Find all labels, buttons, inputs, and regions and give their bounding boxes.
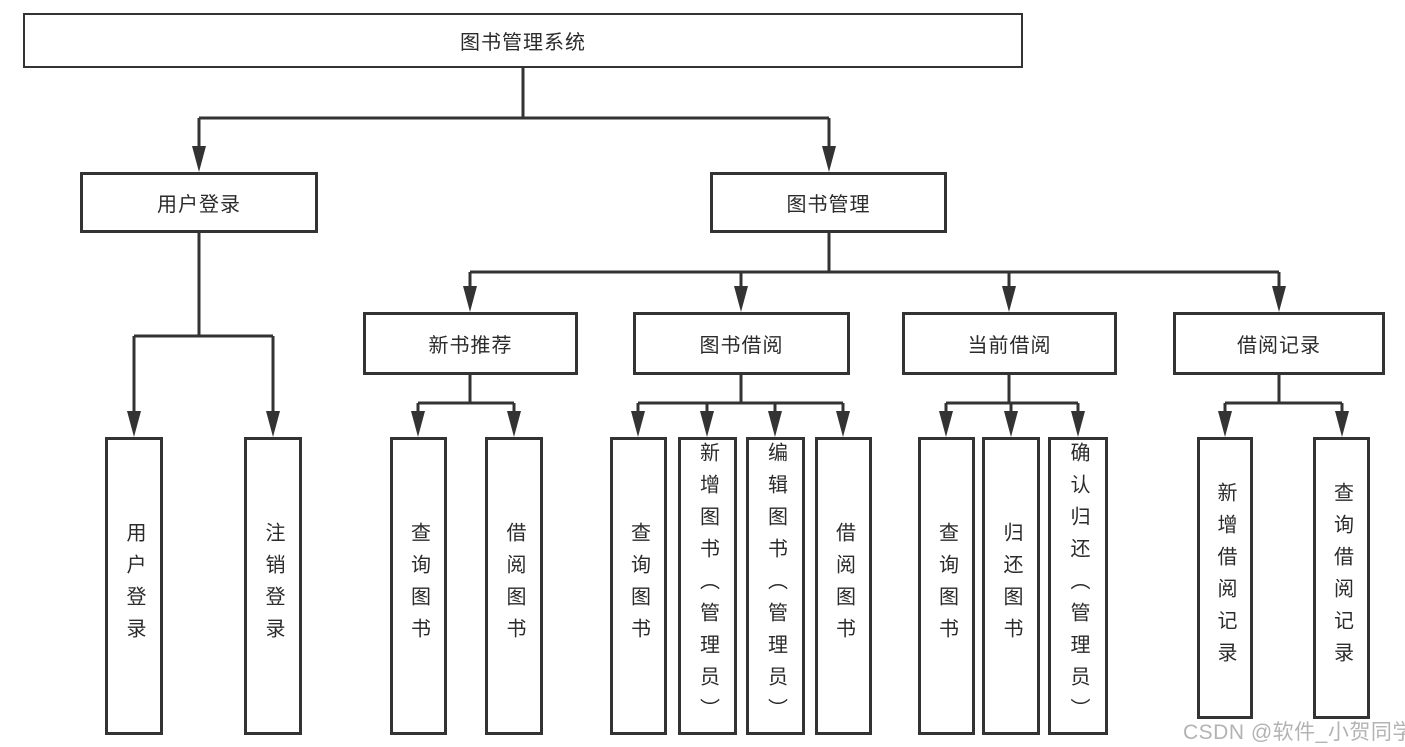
leaf-br-query-record: 查询借阅记录	[1313, 437, 1370, 719]
arrowhead-icons	[127, 146, 1349, 437]
leaf-cb-query-book-label: 查询图书	[935, 522, 958, 650]
node-borrow-records: 借阅记录	[1173, 312, 1385, 375]
leaf-bb-borrow-book: 借阅图书	[815, 437, 872, 735]
node-new-book-recommend: 新书推荐	[363, 312, 578, 375]
node-borrow-records-label: 借阅记录	[1237, 335, 1321, 357]
leaf-cb-return-book: 归还图书	[982, 437, 1040, 735]
leaf-bb-add-book-admin: 新增图书（管理员）	[678, 437, 737, 735]
watermark: CSDN @软件_小贺同学	[1183, 721, 1405, 744]
leaf-rec-borrow-book: 借阅图书	[485, 437, 543, 735]
leaf-cb-return-book-label: 归还图书	[1000, 522, 1022, 650]
leaf-cb-confirm-return-admin-label: 确认归还（管理员）	[1067, 442, 1089, 730]
leaf-br-add-record-label: 新增借阅记录	[1214, 482, 1236, 674]
leaf-bb-edit-book-admin-label: 编辑图书（管理员）	[764, 442, 787, 730]
node-current-borrowing-label: 当前借阅	[967, 335, 1052, 357]
leaf-cb-query-book: 查询图书	[918, 437, 975, 735]
leaf-user-login: 用户登录	[105, 437, 163, 735]
leaf-bb-query-book-label: 查询图书	[627, 522, 650, 650]
node-user-login: 用户登录	[80, 172, 318, 233]
leaf-rec-borrow-book-label: 借阅图书	[503, 522, 525, 650]
leaf-br-add-record: 新增借阅记录	[1197, 437, 1253, 719]
node-book-borrowing-label: 图书借阅	[699, 335, 784, 357]
leaf-bb-edit-book-admin: 编辑图书（管理员）	[746, 437, 805, 735]
leaf-bb-query-book: 查询图书	[610, 437, 667, 735]
node-book-borrowing: 图书借阅	[633, 312, 850, 375]
leaf-cb-confirm-return-admin: 确认归还（管理员）	[1048, 437, 1108, 735]
node-user-login-label: 用户登录	[157, 194, 241, 216]
node-new-book-recommend-label: 新书推荐	[428, 335, 513, 357]
node-root-label: 图书管理系统	[460, 32, 586, 54]
node-current-borrowing: 当前借阅	[902, 312, 1117, 375]
leaf-br-query-record-label: 查询借阅记录	[1330, 482, 1353, 674]
node-book-management: 图书管理	[710, 172, 947, 233]
leaf-bb-borrow-book-label: 借阅图书	[832, 522, 855, 650]
node-book-management-label: 图书管理	[786, 194, 871, 216]
leaf-logout-label: 注销登录	[262, 522, 284, 650]
leaf-user-login-label: 用户登录	[123, 522, 145, 650]
node-root: 图书管理系统	[23, 13, 1023, 68]
leaf-bb-add-book-admin-label: 新增图书（管理员）	[696, 442, 719, 730]
leaf-logout: 注销登录	[244, 437, 302, 735]
leaf-rec-query-book-label: 查询图书	[407, 522, 430, 650]
leaf-rec-query-book: 查询图书	[390, 437, 447, 735]
